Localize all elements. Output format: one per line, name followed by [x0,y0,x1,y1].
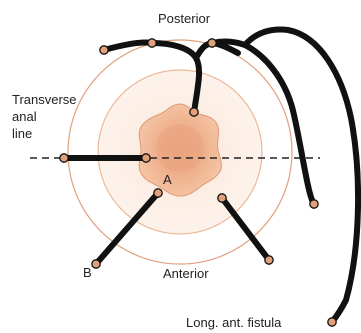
transverse-anal-line-label: Transverse anal line [12,91,77,142]
posterior-opening-mid [148,39,156,47]
lateral-external-opening [310,200,318,208]
posterior-internal-opening [190,108,198,116]
anterior-right-external-opening [265,256,273,264]
transverse-label-line-2: anal [12,108,77,125]
anal-canal-center [156,124,204,172]
anterior-label: Anterior [163,266,209,281]
point-a-label: A [163,172,172,187]
point-a-opening [154,189,162,197]
point-b-label: B [83,265,92,280]
long-fistula-external-opening [328,318,336,326]
transverse-internal-opening [142,154,150,162]
posterior-label: Posterior [158,11,210,26]
transverse-external-opening [60,154,68,162]
point-b-opening [92,260,100,268]
transverse-label-line-3: line [12,125,77,142]
posterior-external-opening-left [100,46,108,54]
transverse-label-line-1: Transverse [12,91,77,108]
long-anterior-fistula-label: Long. ant. fistula [186,315,281,330]
anterior-right-internal-opening [218,194,226,202]
posterior-opening-right [208,39,216,47]
